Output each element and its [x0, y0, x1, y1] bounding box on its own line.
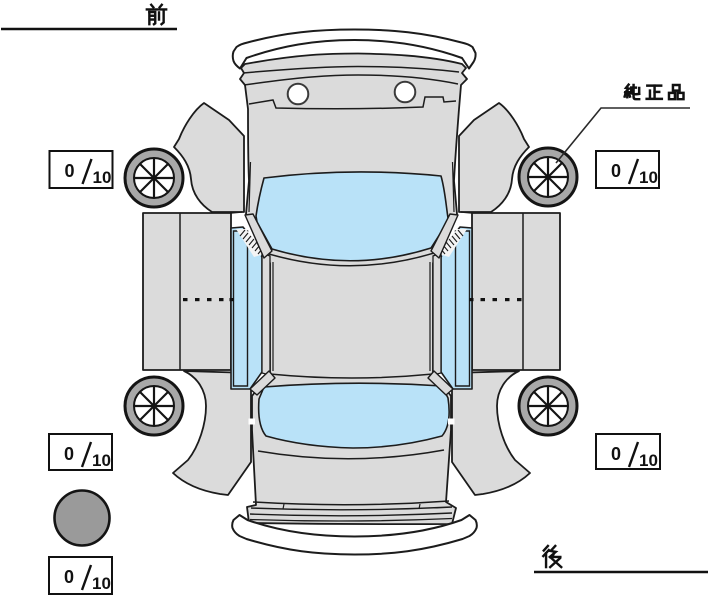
svg-text:10: 10	[639, 451, 658, 470]
svg-text:10: 10	[92, 574, 111, 593]
svg-text:0: 0	[65, 161, 75, 181]
svg-text:0: 0	[64, 567, 74, 587]
svg-text:0: 0	[611, 161, 621, 181]
svg-text:10: 10	[92, 451, 111, 470]
svg-text:10: 10	[93, 168, 112, 187]
svg-text:10: 10	[639, 168, 658, 187]
svg-text:0: 0	[64, 444, 74, 464]
svg-text:0: 0	[611, 444, 621, 464]
